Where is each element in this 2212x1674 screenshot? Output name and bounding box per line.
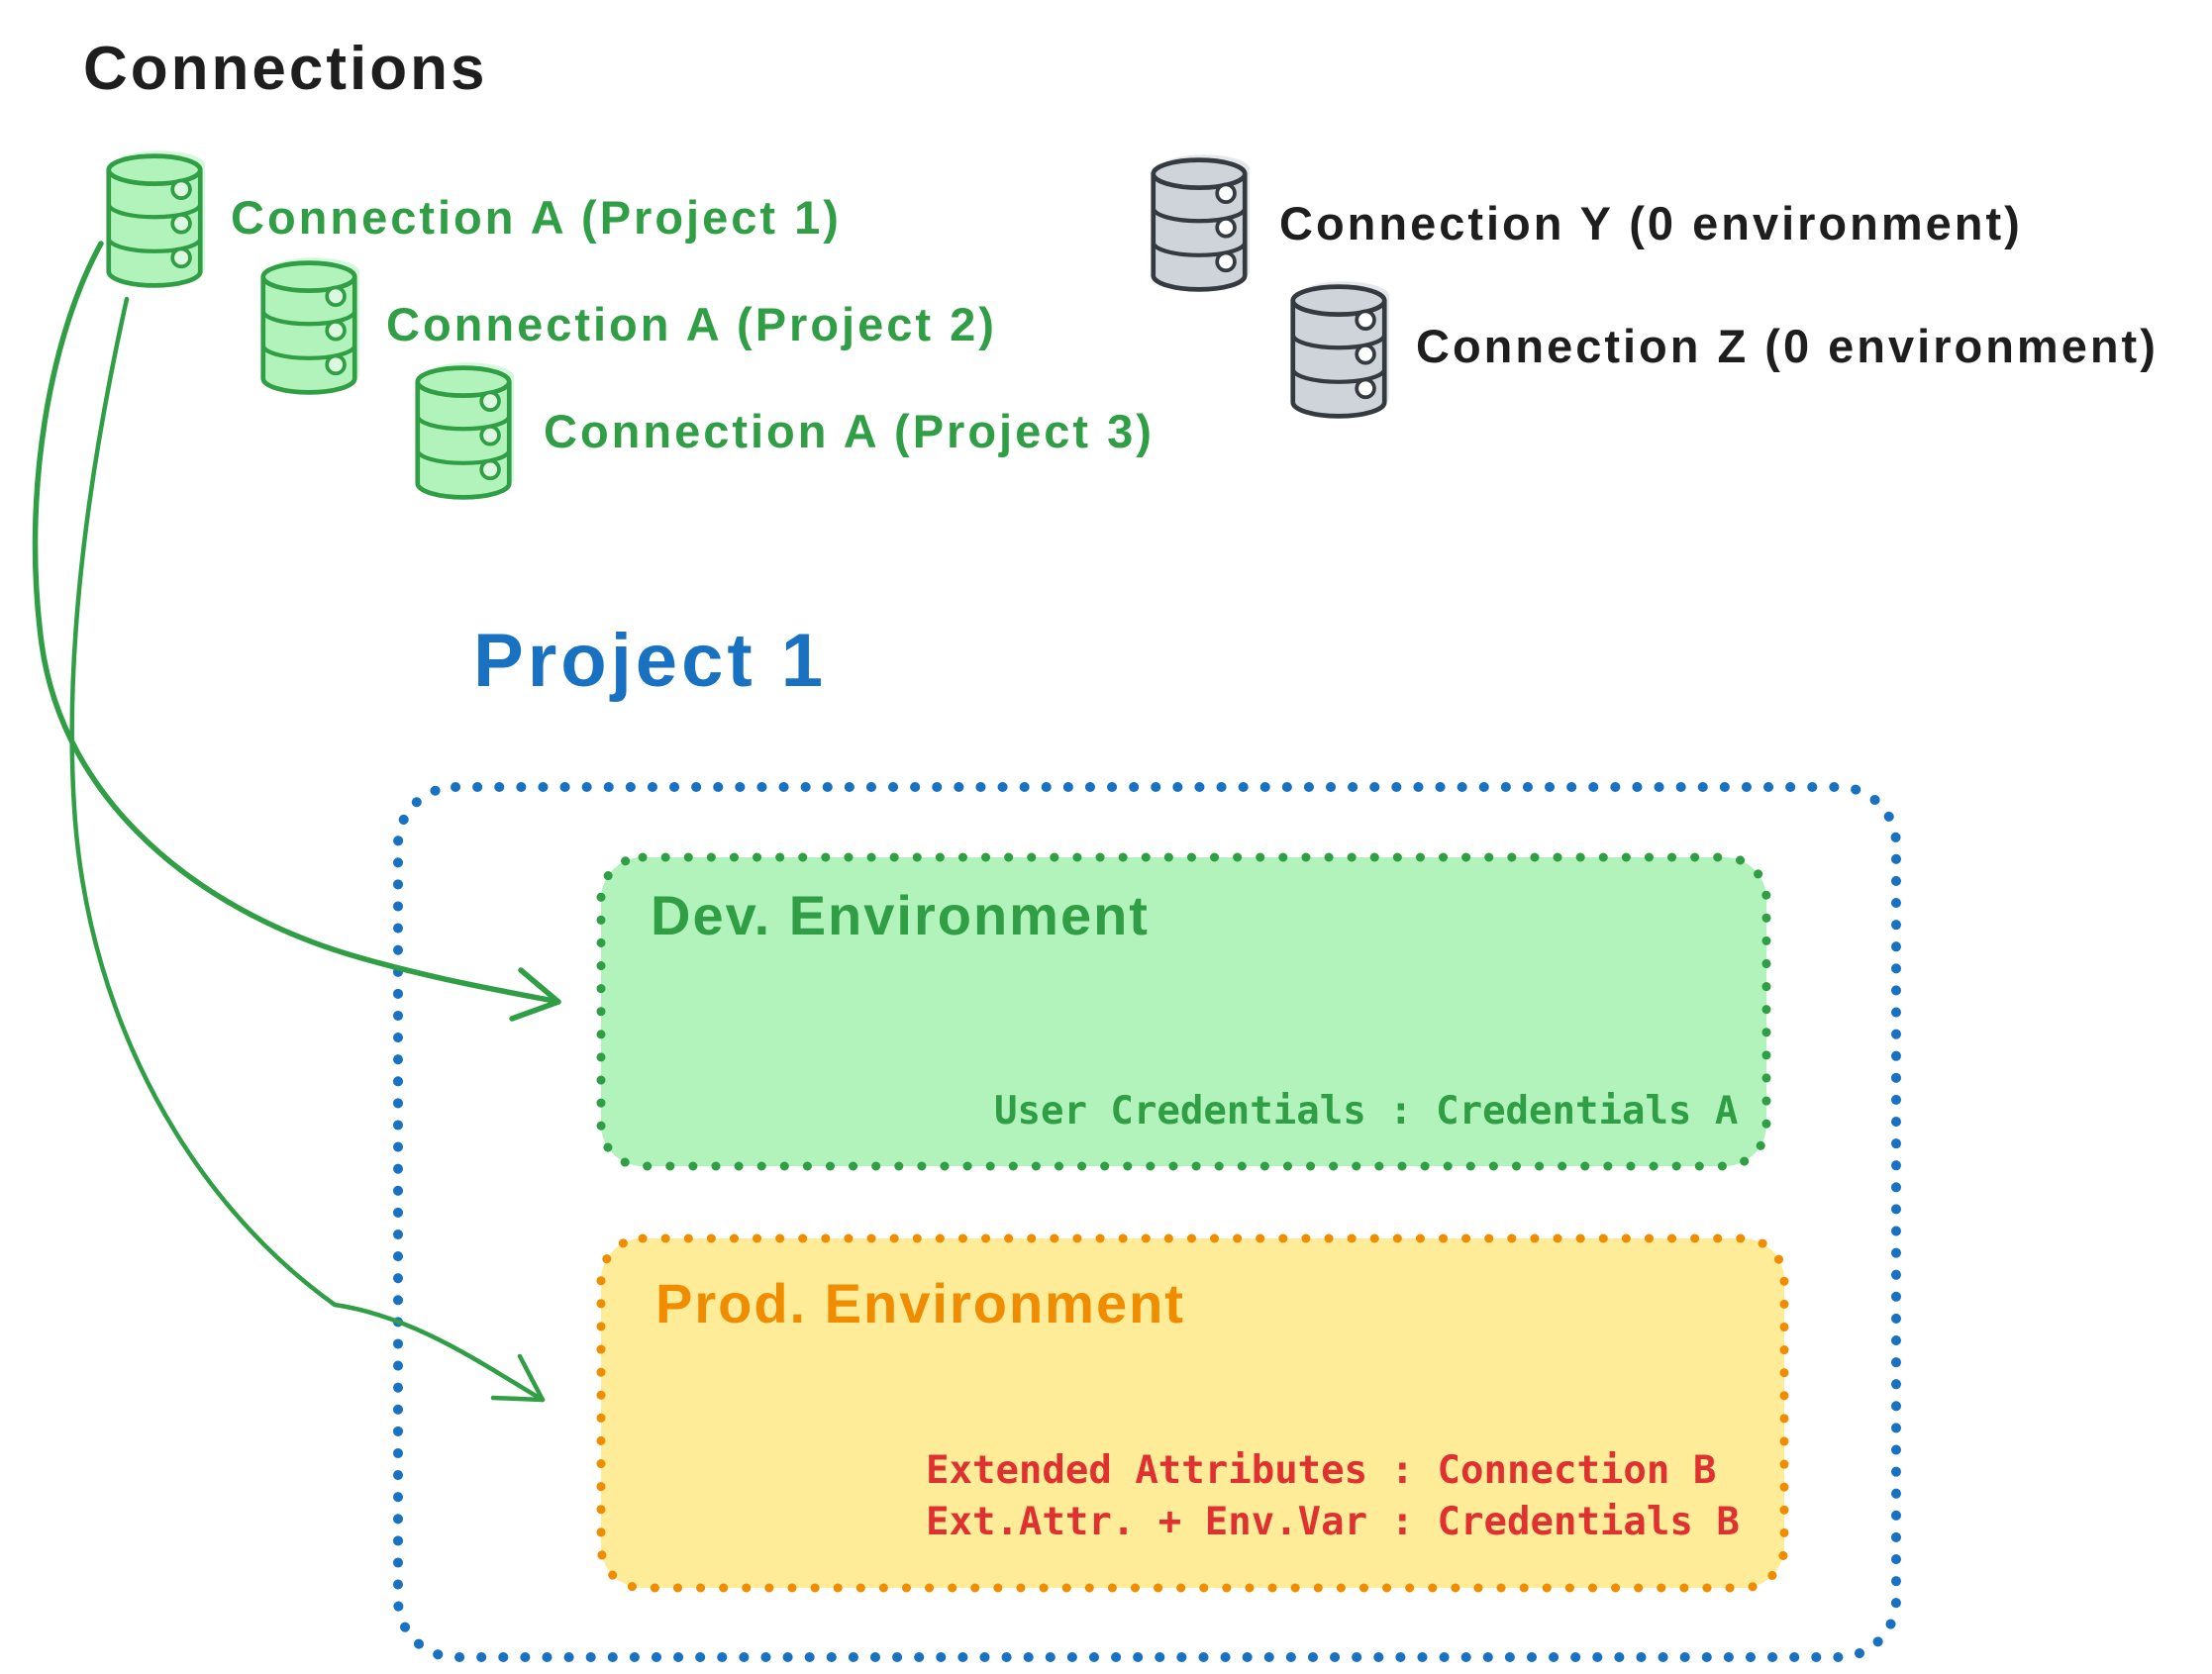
connection-arrow-to-prod [69, 296, 546, 1403]
database-icon-connection-a-project-2 [262, 257, 359, 393]
dev-environment-title: Dev. Environment [651, 884, 1150, 946]
connection-a-project-2-label: Connection A (Project 2) [386, 298, 997, 350]
dev-environment-box [596, 852, 1771, 1171]
prod-environment-box [596, 1233, 1789, 1593]
arrowhead-prod-icon [490, 1353, 546, 1403]
database-icon-connection-y [1153, 154, 1250, 290]
connection-a-project-3-label: Connection A (Project 3) [544, 405, 1155, 457]
diagram-title: Connections [83, 35, 488, 103]
connection-z-label: Connection Z (0 environment) [1416, 320, 2159, 372]
prod-credentials-lines: Extended Attributes : Connection B Ext.A… [926, 1445, 1740, 1549]
database-icon-connection-a-project-3 [417, 362, 514, 498]
connection-y-label: Connection Y (0 environment) [1279, 197, 2023, 249]
arrowhead-dev-icon [509, 967, 561, 1022]
database-icon-connection-a-project-1 [108, 150, 205, 286]
prod-environment-title: Prod. Environment [655, 1272, 1185, 1334]
connection-a-project-1-label: Connection A (Project 1) [231, 191, 842, 244]
prod-mapping-line-1: Extended Attributes : Connection B [926, 1448, 1717, 1493]
database-icon-connection-z [1292, 281, 1389, 417]
dev-credentials-line: User Credentials : Credentials A [994, 1089, 1739, 1133]
project-1-title: Project 1 [473, 619, 828, 703]
connection-arrow-to-dev [32, 241, 561, 1022]
prod-mapping-line-2: Ext.Attr. + Env.Var : Credentials B [926, 1500, 1740, 1545]
